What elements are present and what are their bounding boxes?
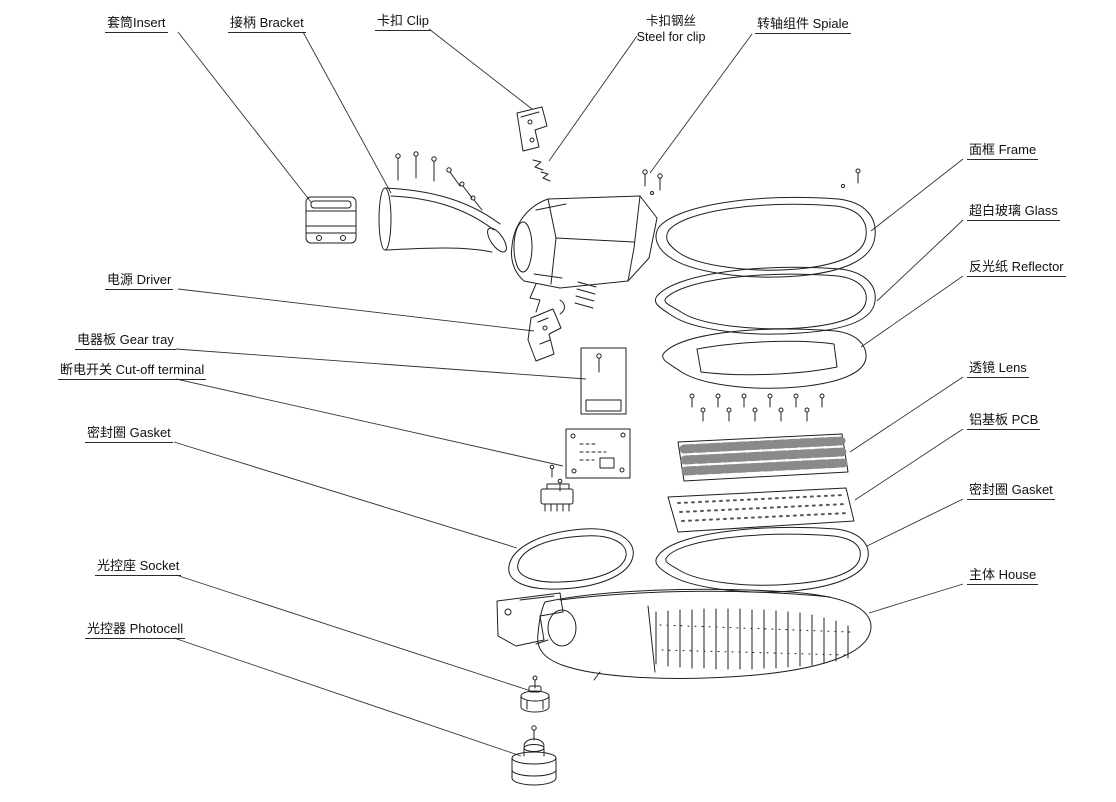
- leader-bracket: [302, 31, 392, 194]
- label-lens: 透镜 Lens: [967, 360, 1029, 378]
- label-reflector: 反光纸 Reflector: [967, 259, 1066, 277]
- part-gasket-left: [508, 528, 634, 590]
- part-photocell: [511, 725, 557, 786]
- label-gasket-left: 密封圈 Gasket: [85, 425, 173, 443]
- label-frame: 面框 Frame: [967, 142, 1039, 160]
- part-head-assembly: [511, 195, 658, 289]
- part-spiale: [642, 169, 663, 195]
- label-cutoff-terminal: 断电开关 Cut-off terminal: [58, 362, 207, 380]
- leader-frame: [870, 158, 964, 232]
- part-house: [496, 588, 872, 681]
- part-gear-tray: [580, 347, 627, 415]
- part-lens-array: [677, 433, 849, 482]
- label-pcb: 铝基板 PCB: [967, 412, 1041, 430]
- part-head-hardware: [529, 281, 597, 315]
- part-frame: [655, 197, 876, 278]
- parts: [305, 106, 876, 786]
- part-pcb: [667, 487, 855, 533]
- part-insert: [305, 196, 357, 244]
- part-reflector: [662, 328, 867, 389]
- label-steel-for-clip: 卡扣钢丝 Steel for clip: [612, 14, 730, 46]
- leader-lines: [173, 28, 964, 757]
- label-clip: 卡扣 Clip: [375, 13, 432, 31]
- part-steel-clip-wire: [532, 159, 551, 182]
- label-bracket: 接柄 Bracket: [228, 15, 306, 33]
- leader-gasket-right: [866, 498, 964, 547]
- leader-driver: [177, 288, 535, 332]
- leader-gear-tray: [175, 348, 587, 380]
- part-driver: [527, 308, 562, 362]
- label-gear-tray: 电器板 Gear tray: [75, 332, 176, 350]
- leader-socket: [175, 574, 532, 692]
- leader-clip: [428, 28, 533, 110]
- part-gasket-right: [655, 526, 869, 593]
- part-cutoff-terminal: [549, 428, 631, 492]
- leader-insert: [177, 31, 312, 203]
- label-socket: 光控座 Socket: [95, 558, 182, 576]
- label-gasket-right: 密封圈 Gasket: [967, 482, 1055, 500]
- leader-steel-clip: [548, 35, 638, 162]
- label-insert: 套筒Insert: [105, 15, 168, 33]
- part-glass: [654, 266, 876, 335]
- leader-reflector: [860, 275, 964, 348]
- leader-pcb: [854, 428, 964, 501]
- part-terminal-block: [540, 483, 574, 512]
- label-steel-for-clip-zh: 卡扣钢丝: [645, 14, 696, 28]
- part-bracket-screws: [395, 151, 483, 211]
- label-photocell: 光控器 Photocell: [85, 621, 186, 639]
- leader-photocell: [173, 637, 522, 757]
- part-screw-rows: [689, 393, 825, 422]
- part-socket: [520, 675, 550, 713]
- leader-spiale: [649, 33, 753, 174]
- leader-lens: [849, 376, 964, 453]
- label-spiale: 转轴组件 Spiale: [755, 16, 851, 34]
- label-house: 主体 House: [967, 567, 1039, 585]
- part-clip: [516, 106, 548, 152]
- label-driver: 电源 Driver: [105, 272, 174, 290]
- leader-gasket-left: [173, 441, 518, 549]
- part-bracket: [378, 187, 507, 253]
- label-glass: 超白玻璃 Glass: [967, 203, 1060, 221]
- leader-cutoff: [175, 378, 564, 467]
- leader-house: [868, 583, 964, 614]
- leader-glass: [876, 219, 964, 302]
- label-steel-for-clip-en: Steel for clip: [636, 29, 706, 44]
- part-frame-screws: [840, 168, 861, 189]
